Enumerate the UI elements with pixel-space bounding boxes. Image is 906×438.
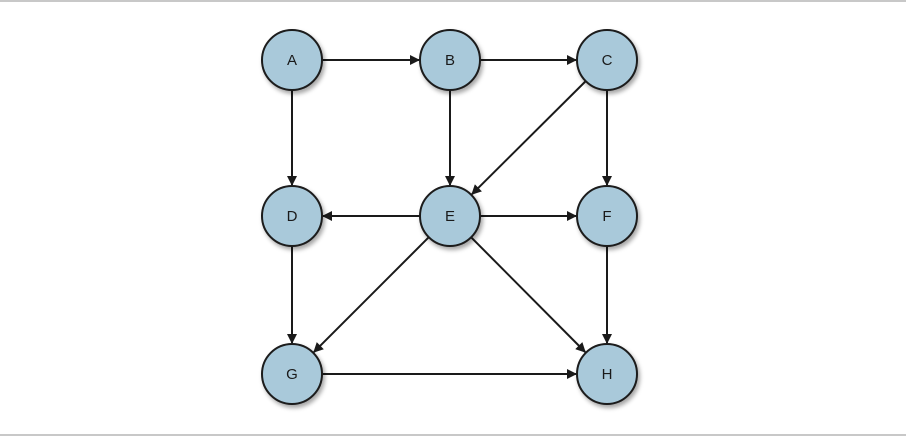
node-circle — [261, 343, 323, 405]
node-label: F — [602, 208, 611, 225]
node-h: H — [576, 343, 638, 405]
node-circle — [576, 343, 638, 405]
node-f: F — [576, 185, 638, 247]
node-circle — [419, 29, 481, 91]
node-b: B — [419, 29, 481, 91]
node-circle — [576, 185, 638, 247]
node-circle — [261, 29, 323, 91]
node-label: A — [287, 52, 297, 69]
node-label: B — [445, 52, 455, 69]
node-label: E — [445, 208, 455, 225]
node-c: C — [576, 29, 638, 91]
nodes-layer: A B C D E F G H — [261, 29, 638, 405]
node-g: G — [261, 343, 323, 405]
node-label: G — [286, 366, 298, 383]
edge-e-to-h — [470, 236, 586, 353]
node-a: A — [261, 29, 323, 91]
edge-e-to-g — [313, 236, 430, 353]
node-circle — [419, 185, 481, 247]
node-circle — [576, 29, 638, 91]
edge-c-to-e — [471, 80, 587, 195]
node-label: H — [602, 366, 613, 383]
node-label: C — [602, 52, 613, 69]
node-e: E — [419, 185, 481, 247]
node-label: D — [287, 208, 298, 225]
edges-layer — [287, 55, 612, 379]
node-d: D — [261, 185, 323, 247]
node-circle — [261, 185, 323, 247]
